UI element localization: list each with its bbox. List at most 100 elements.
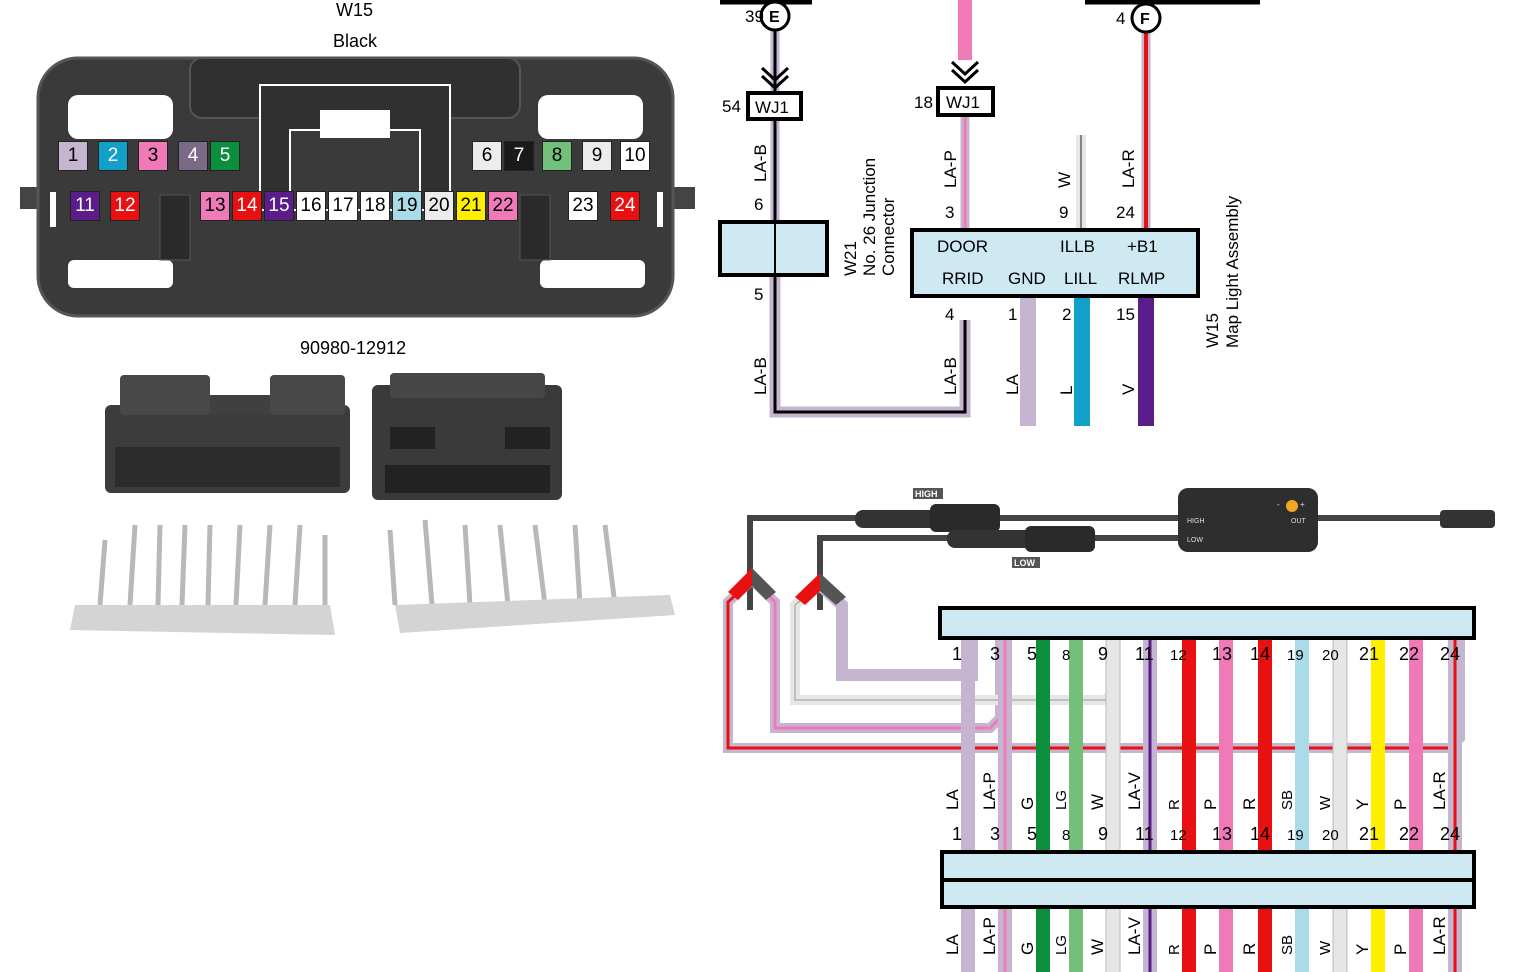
box-minus-label: - [1277, 500, 1280, 509]
assembly-pin-bottom: 15 [1116, 305, 1135, 324]
connector-pin-20: 20 [424, 191, 454, 221]
connector-pin-8: 8 [542, 141, 572, 171]
assembly-wire-top: LA-R [1119, 149, 1138, 188]
harness-pin-top: 12 [1170, 647, 1187, 664]
assembly-pin-top: 24 [1116, 203, 1135, 222]
harness-wire-code-bottom: LA [943, 934, 962, 955]
assembly-wire-top: W [1055, 172, 1074, 188]
harness-wire-code-bottom: SB [1279, 935, 1296, 955]
assembly-label-bottom: RRID [942, 269, 984, 288]
connector-color-name: Black [333, 31, 378, 51]
assembly-label-top: ILLB [1060, 237, 1095, 256]
connector-pin-22: 22 [488, 191, 518, 221]
connector-pin-18: 18 [360, 191, 390, 221]
harness-wire-code-bottom: LG [1053, 935, 1070, 955]
harness-pin-top: 20 [1322, 647, 1339, 664]
harness-pin-bottom: 13 [1212, 824, 1232, 844]
wiring-schematic: 39 E 54 WJ1 18 WJ1 4 F 6 5 LA-B LA-B W21… [718, 0, 1260, 426]
assembly-label-top: +B1 [1127, 237, 1158, 256]
harness-wire-code-bottom: P [1391, 944, 1410, 955]
w21-pin-out: 5 [754, 285, 763, 304]
assembly-wire-bottom: L [1057, 386, 1076, 395]
w21-name-line1: No. 26 Junction [860, 158, 879, 276]
harness-pin-top: 11 [1135, 644, 1154, 664]
harness-wire-code-bottom: LA-R [1430, 916, 1449, 955]
assembly-name: Map Light Assembly [1223, 195, 1242, 348]
harness-wire-code-top: SB [1279, 790, 1296, 810]
low-tag: LOW [1014, 558, 1035, 568]
assembly-wire-bottom: V [1119, 383, 1138, 395]
harness-wire-code-bottom: LA-V [1125, 917, 1144, 955]
connector-pin-19: 19 [392, 191, 422, 221]
harness-pin-bottom: 19 [1287, 827, 1304, 844]
assembly-label-top: DOOR [937, 237, 988, 256]
high-tag: HIGH [915, 489, 938, 499]
harness-wire-code-top: LA-V [1125, 772, 1144, 810]
harness-wire-code-top: W [1317, 795, 1334, 810]
connector-pin-4: 4 [178, 141, 208, 171]
harness-pin-bottom: 11 [1135, 824, 1154, 844]
connector-pin-15: 15 [264, 191, 294, 221]
assembly-pin-bottom: 2 [1062, 305, 1071, 324]
w21-code: W21 [841, 241, 860, 276]
harness-pin-top: 24 [1440, 644, 1460, 664]
assembly-pin-top: 9 [1059, 203, 1068, 222]
connector-pin-10: 10 [620, 141, 650, 171]
wj1-mid-label: WJ1 [946, 93, 980, 112]
harness-pin-top: 3 [990, 644, 1000, 664]
connector-pin-12: 12 [110, 191, 140, 221]
harness-wire-code-top: R [1166, 799, 1183, 810]
wj1-left-pin: 54 [722, 97, 741, 116]
harness-wire-code-bottom: G [1018, 942, 1037, 955]
junction-e-pin: 39 [745, 7, 764, 26]
harness-pin-bottom: 5 [1027, 824, 1037, 844]
harness-pin-bottom: 14 [1250, 824, 1270, 844]
junction-f-pin: 4 [1116, 9, 1125, 28]
connector-pin-7: 7 [504, 141, 534, 171]
harness-diagram: 11LALA33LA-PLA-P55GG88LGLG99WW1111LA-VLA… [723, 568, 1476, 972]
wj1-mid-pin: 18 [914, 93, 933, 112]
harness-wire-code-bottom: R [1240, 943, 1259, 955]
harness-pin-bottom: 22 [1399, 824, 1419, 844]
assembly-wire-bottom: LA [1003, 374, 1022, 395]
connector-code: W15 [336, 0, 374, 20]
connector-pin-1: 1 [58, 141, 88, 171]
assembly-wire-bottom: LA-B [941, 357, 960, 395]
harness-wire-code-top: W [1088, 794, 1107, 810]
harness-wire-code-top: P [1391, 799, 1410, 810]
harness-pin-top: 19 [1287, 647, 1304, 664]
harness-pin-bottom: 12 [1170, 827, 1187, 844]
harness-pin-top: 8 [1062, 647, 1070, 664]
assembly-pin-bottom: 1 [1008, 305, 1017, 324]
harness-wire-code-top: P [1201, 799, 1220, 810]
box-plus-label: + [1300, 500, 1305, 509]
connector-pin-23: 23 [568, 191, 598, 221]
connector-pin-24: 24 [610, 191, 640, 221]
harness-wire-code-top: LA-R [1430, 771, 1449, 810]
harness-wire-code-bottom: R [1166, 944, 1183, 955]
wire-left-top: LA-B [751, 144, 770, 182]
connector-pin-2: 2 [98, 141, 128, 171]
connector-pin-13: 13 [200, 191, 230, 221]
harness-pin-bottom: 20 [1322, 827, 1339, 844]
harness-pin-bottom: 9 [1098, 824, 1108, 844]
harness-wire-code-bottom: Y [1353, 944, 1372, 955]
harness-wire-code-top: LA [943, 789, 962, 810]
assembly-pin-bottom: 4 [945, 305, 954, 324]
harness-wire-code-bottom: W [1317, 940, 1334, 955]
junction-e-letter: E [769, 9, 780, 26]
junction-f-letter: F [1140, 11, 1150, 28]
wj1-left-label: WJ1 [755, 98, 789, 117]
harness-pin-bottom: 3 [990, 824, 1000, 844]
harness-wire-code-top: LA-P [980, 772, 999, 810]
box-low-label: LOW [1187, 537, 1203, 544]
harness-pin-top: 1 [952, 644, 962, 664]
assembly-label-bottom: RLMP [1118, 269, 1165, 288]
part-number: 90980-12912 [300, 338, 407, 358]
harness-pin-top: 5 [1027, 644, 1037, 664]
w21-name-line2: Connector [879, 197, 898, 276]
harness-pin-bottom: 24 [1440, 824, 1460, 844]
connector-pin-17: 17 [328, 191, 358, 221]
connector-pin-21: 21 [456, 191, 486, 221]
